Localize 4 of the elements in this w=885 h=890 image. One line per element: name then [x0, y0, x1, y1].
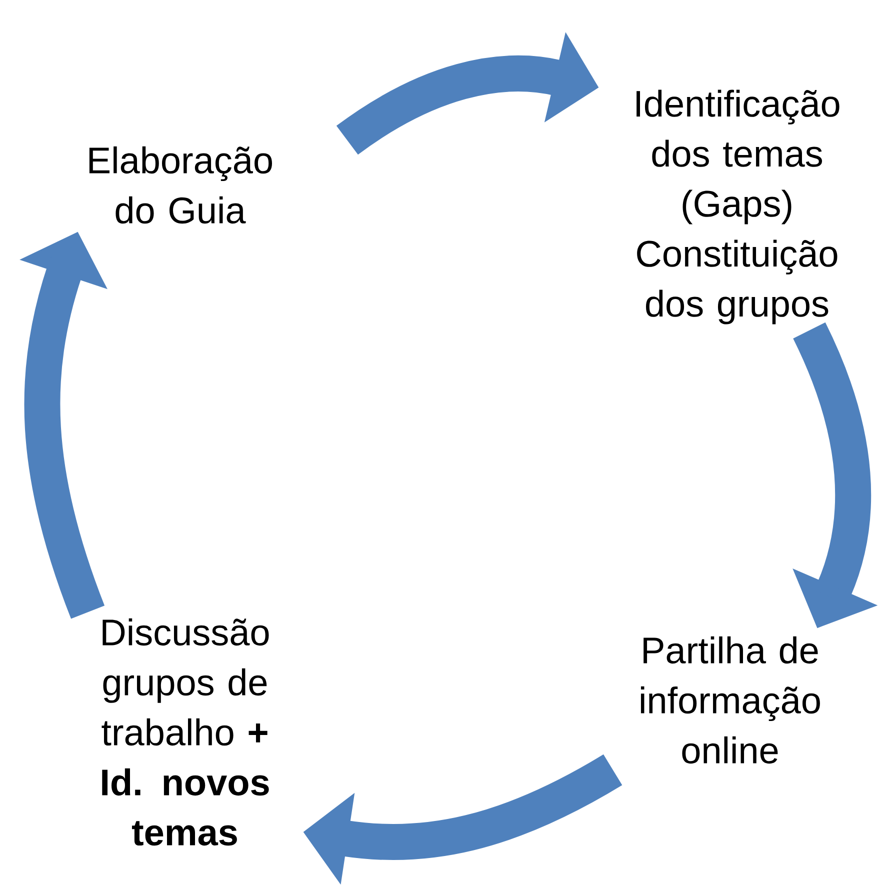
- step-label: Identificação dos temas (Gaps) Constituição dos grupos: [636, 90, 840, 324]
- step-label: Elaboração do Guia: [89, 146, 272, 224]
- step-label: Partilha de informação online: [640, 636, 820, 764]
- step-label: Discussão grupos de trabalho + Id. novos temas: [102, 618, 269, 846]
